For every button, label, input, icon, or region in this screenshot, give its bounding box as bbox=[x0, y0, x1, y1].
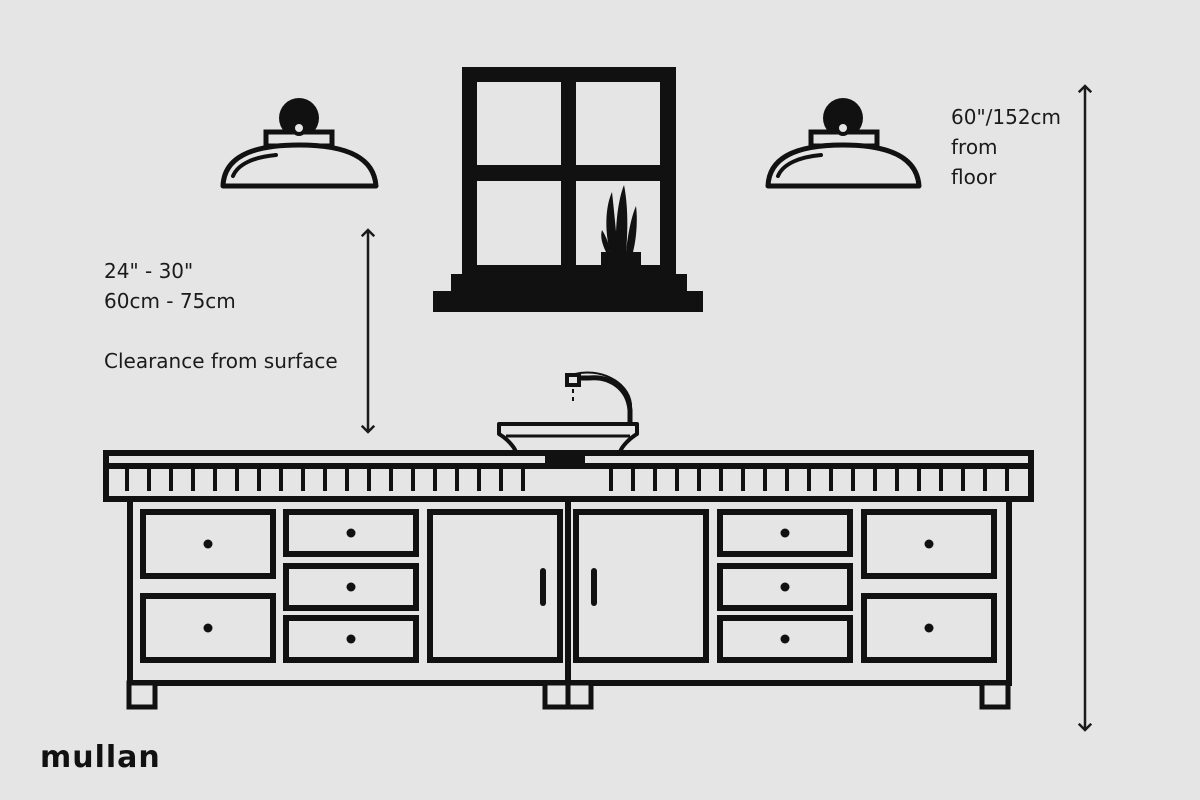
floor-height-from: from bbox=[951, 135, 998, 159]
clearance-inches: 24" - 30" bbox=[104, 259, 194, 283]
clearance-note: Clearance from surface bbox=[104, 349, 338, 373]
pendant-lamp-left bbox=[220, 98, 379, 189]
drawer-right-small-2 bbox=[717, 563, 853, 611]
cabinet-door-right bbox=[573, 509, 709, 663]
floor-height-value: 60"/152cm bbox=[951, 105, 1062, 129]
sink bbox=[497, 371, 639, 454]
potted-plant bbox=[601, 185, 641, 282]
drawer-right-top bbox=[861, 509, 997, 579]
drawer-left-small-1 bbox=[283, 509, 419, 557]
drawer-left-small-3 bbox=[283, 615, 419, 663]
window bbox=[433, 67, 703, 312]
floor-height-floor: floor bbox=[951, 165, 997, 189]
pendant-lamp-right bbox=[765, 98, 922, 189]
drawer-right-bottom bbox=[861, 593, 997, 663]
drawer-right-small-1 bbox=[717, 509, 853, 557]
clearance-cm: 60cm - 75cm bbox=[104, 289, 236, 313]
brand-logo: mullan bbox=[40, 740, 161, 775]
drawer-left-top bbox=[140, 509, 276, 579]
cabinet bbox=[126, 496, 1012, 710]
cabinet-door-left bbox=[427, 509, 563, 663]
drawer-right-small-3 bbox=[717, 615, 853, 663]
drawer-left-small-2 bbox=[283, 563, 419, 611]
floor-height-label: 60"/152cm from floor bbox=[951, 102, 1061, 192]
countertop bbox=[103, 450, 1034, 502]
clearance-label: 24" - 30" 60cm - 75cm Clearance from sur… bbox=[104, 256, 338, 376]
drawer-left-bottom bbox=[140, 593, 276, 663]
